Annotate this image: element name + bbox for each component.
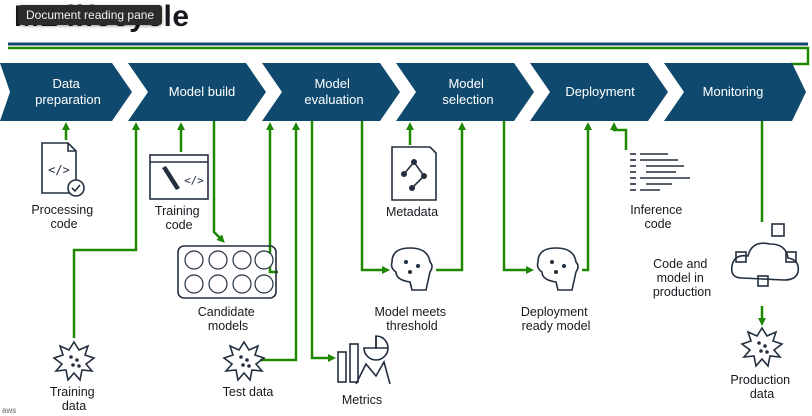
processing-code-icon: </>: [41, 142, 85, 197]
stage-chevron-deployment: Deployment: [530, 63, 668, 121]
arrow-inference-code: [610, 122, 628, 150]
deployment-ready-model-icon: [536, 247, 579, 291]
stage-chevron-monitoring: Monitoring: [664, 63, 806, 121]
inference-code-icon: [630, 153, 690, 191]
svg-text:</>: </>: [48, 163, 70, 177]
model-meets-threshold-label: Model meets threshold: [374, 305, 449, 333]
metadata-label: Metadata: [386, 205, 438, 219]
svg-text:Model selection: Model selection: [442, 76, 493, 107]
model-meets-threshold-icon: [390, 247, 433, 291]
cloud-production-icon: [730, 223, 800, 287]
code-and-model-in-production-label: Code and model in production: [653, 257, 711, 299]
arrow-threshold-to-selection: [436, 122, 466, 272]
training-data-icon: [52, 340, 96, 382]
test-data-icon: [222, 340, 266, 382]
tooltip: Document reading pane: [18, 5, 163, 25]
test-data-label: Test data: [223, 385, 274, 399]
metrics-icon: [337, 335, 391, 385]
training-data-label: Training data: [50, 385, 98, 413]
candidate-models-icon: [177, 245, 277, 299]
feedback-loop-line: [8, 46, 810, 66]
arrow-to-candidate-models: [212, 121, 225, 243]
arrow-deployment-ready-up: [582, 122, 592, 272]
svg-text:Deployment: Deployment: [565, 84, 635, 99]
connector-arrows: [62, 121, 766, 362]
stage-chevron-model-build: Model build: [128, 63, 266, 121]
production-data-icon: [740, 326, 784, 368]
arrow-training-data: [72, 122, 140, 338]
aws-logo-fragment: aws: [2, 406, 17, 415]
svg-text:Model evaluation: Model evaluation: [304, 76, 363, 107]
svg-text:Data preparation: Data preparation: [35, 76, 101, 107]
candidate-models-label: Candidate models: [198, 305, 258, 333]
metrics-label: Metrics: [342, 393, 382, 407]
training-code-label: Training code: [155, 204, 203, 232]
svg-text:Monitoring: Monitoring: [703, 84, 764, 99]
svg-text:</>: </>: [184, 174, 204, 187]
production-data-label: Production data: [730, 373, 793, 401]
training-code-icon: </>: [149, 154, 209, 200]
arrow-test-data: [260, 122, 300, 362]
arrow-to-threshold: [360, 121, 390, 274]
arrow-to-metrics: [310, 121, 336, 362]
svg-text:Model build: Model build: [169, 84, 236, 99]
stage-chevron-data-preparation: Data preparation: [0, 63, 132, 121]
stage-chevron-model-selection: Model selection: [396, 63, 534, 121]
deployment-ready-model-label: Deployment ready model: [521, 305, 591, 333]
inference-code-label: Inference code: [630, 203, 686, 231]
arrow-to-deployment-ready: [502, 121, 534, 274]
processing-code-label: Processing code: [31, 203, 96, 231]
arrow-candidate-to-evaluation: [266, 122, 278, 274]
stage-chevron-model-evaluation: Model evaluation: [262, 63, 400, 121]
metadata-icon: [391, 146, 437, 201]
